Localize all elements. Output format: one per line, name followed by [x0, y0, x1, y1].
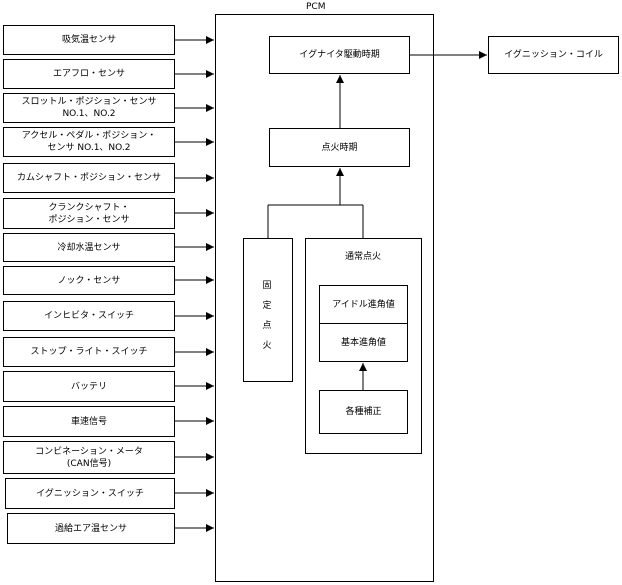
input-label-line: 冷却水温センサ	[57, 242, 121, 253]
input-label-line: クランクシャフト・	[48, 202, 130, 213]
input-label-line: インヒビタ・スイッチ	[43, 311, 134, 321]
input-label-line: NO.1、NO.2	[62, 109, 116, 119]
input-box-stop-light-switch: ストップ・ライト・スイッチ	[3, 337, 175, 367]
input-box-crankshaft-position-sensor: クランクシャフト・ ポジション・センサ	[3, 198, 175, 229]
input-box-intake-air-temp-sensor: 吸気温センサ	[3, 25, 175, 55]
corrections-box: 各種補正	[319, 390, 408, 434]
input-box-knock-sensor: ノック・センサ	[3, 266, 175, 295]
input-box-ignition-switch: イグニッション・スイッチ	[5, 478, 175, 509]
input-box-accelerator-pedal-position-sensor: アクセル・ペダル・ポジション・ センサ NO.1、NO.2	[3, 127, 175, 157]
input-label-line: (CAN信号)	[66, 458, 112, 469]
input-label-line: カムシャフト・ポジション・センサ	[16, 173, 161, 183]
input-label-line: イグニッション・スイッチ	[36, 488, 144, 499]
input-label-line: バッテリ	[70, 381, 107, 392]
input-box-inhibitor-switch: インヒビタ・スイッチ	[3, 301, 175, 331]
input-box-airflow-sensor: エアフロ・センサ	[3, 59, 175, 89]
input-box-combination-meter: コンビネーション・メータ (CAN信号)	[3, 441, 175, 474]
fixed-ignition-box	[243, 238, 293, 382]
input-box-coolant-temp-sensor: 冷却水温センサ	[3, 233, 175, 262]
input-label-line: 過給エア温センサ	[54, 523, 127, 534]
input-label-line: ポジション・センサ	[48, 214, 130, 225]
corrections-label: 各種補正	[345, 407, 382, 417]
ignition-coil-box: イグニッション・コイル	[488, 36, 619, 74]
input-label-line: コンビネーション・メータ	[35, 446, 143, 457]
igniter-timing-box: イグナイタ駆動時期	[269, 36, 410, 74]
input-box-camshaft-position-sensor: カムシャフト・ポジション・センサ	[3, 163, 175, 193]
input-box-battery: バッテリ	[3, 371, 175, 402]
input-label-line: アクセル・ペダル・ポジション・	[21, 131, 157, 141]
igniter-timing-label: イグナイタ駆動時期	[299, 50, 380, 60]
input-label-line: センサ NO.1、NO.2	[47, 143, 131, 153]
input-label-line: エアフロ・センサ	[52, 69, 125, 79]
ignition-coil-label: イグニッション・コイル	[504, 50, 603, 60]
input-box-vehicle-speed-signal: 車速信号	[3, 406, 175, 437]
base-advance-box: 基本進角値	[319, 323, 408, 362]
fixed-ignition-label: 固 定 点 火	[262, 281, 272, 351]
normal-ignition-label: 通常点火	[345, 252, 382, 262]
idle-advance-label: アイドル進角値	[332, 299, 395, 310]
input-label-line: ノック・センサ	[57, 275, 121, 286]
input-box-intercooler-air-temp-sensor: 過給エア温センサ	[7, 513, 175, 544]
base-advance-label: 基本進角値	[340, 337, 386, 348]
ignition-timing-box: 点火時期	[269, 128, 410, 167]
input-label-line: スロットル・ポジション・センサ	[21, 97, 157, 107]
input-label-line: 吸気温センサ	[61, 35, 116, 45]
input-box-throttle-position-sensor: スロットル・ポジション・センサ NO.1、NO.2	[3, 93, 175, 123]
ignition-timing-label: 点火時期	[321, 142, 358, 153]
input-label-line: ストップ・ライト・スイッチ	[30, 347, 148, 357]
input-label-line: 車速信号	[70, 416, 107, 427]
pcm-label: PCM	[306, 2, 326, 12]
